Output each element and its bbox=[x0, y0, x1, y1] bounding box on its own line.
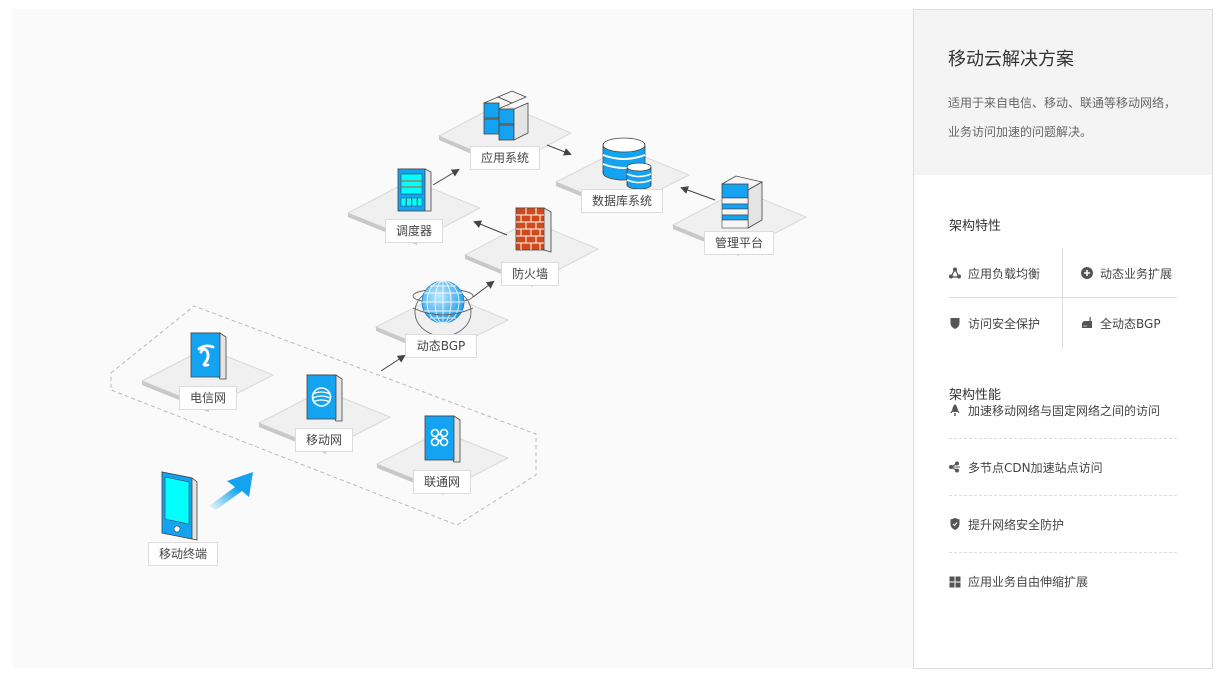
mobile-phone-icon bbox=[161, 471, 198, 541]
firewall-icon bbox=[515, 207, 552, 253]
performance-label: 多节点CDN加速站点访问 bbox=[968, 460, 1103, 475]
grid-icon bbox=[949, 576, 961, 588]
performance-label: 应用业务自由伸缩扩展 bbox=[968, 575, 1089, 589]
performance-label: 提升网络安全防护 bbox=[968, 517, 1065, 532]
panel-description: 适用于来自电信、移动、联通等移动网络，业务访问加速的问题解决。 bbox=[948, 96, 1177, 139]
server-stack-icon bbox=[720, 175, 764, 229]
china-telecom-logo-icon bbox=[190, 332, 227, 380]
panel-title: 移动云解决方案 bbox=[948, 49, 1074, 70]
node-label-mobile: 移动网 bbox=[295, 428, 353, 452]
node-label-terminal: 移动终端 bbox=[148, 542, 218, 566]
shield-icon bbox=[949, 317, 961, 329]
router-icon bbox=[1081, 317, 1093, 329]
china-unicom-logo-icon bbox=[424, 415, 461, 463]
cubes-icon bbox=[482, 90, 529, 141]
solution-panel: 移动云解决方案 适用于来自电信、移动、联通等移动网络，业务访问加速的问题解决。 … bbox=[913, 9, 1213, 669]
rocket-icon bbox=[949, 404, 961, 416]
shield-check-icon bbox=[949, 518, 961, 530]
edge-firewall-to-scheduler bbox=[473, 220, 508, 236]
edge-carriers-to-bgp bbox=[380, 354, 406, 372]
node-label-bgp: 动态BGP bbox=[405, 334, 477, 358]
scheduler-panel-icon bbox=[397, 168, 432, 212]
performance-item: 提升网络安全防护 bbox=[949, 496, 1177, 553]
carrier-group-boundary bbox=[110, 305, 537, 526]
node-label-firewall: 防火墙 bbox=[501, 262, 559, 286]
features-divider-horizontal bbox=[949, 297, 1177, 298]
feature-label: 动态业务扩展 bbox=[1100, 266, 1173, 281]
feature-label: 应用负载均衡 bbox=[968, 266, 1041, 281]
performance-item: 加速移动网络与固定网络之间的访问 bbox=[949, 382, 1177, 439]
features-grid: 应用负载均衡 动态业务扩展 访问安全保护 全动态BGP bbox=[949, 248, 1177, 348]
panel-header: 移动云解决方案 适用于来自电信、移动、联通等移动网络，业务访问加速的问题解决。 bbox=[914, 10, 1212, 175]
globe-icon bbox=[412, 280, 474, 337]
load-balance-icon bbox=[949, 267, 961, 279]
edge-scheduler-to-app bbox=[432, 168, 460, 186]
node-label-scheduler: 调度器 bbox=[385, 219, 443, 243]
node-label-mgmt: 管理平台 bbox=[704, 231, 774, 255]
edge-mgmt-to-db bbox=[680, 186, 716, 201]
feature-item: 访问安全保护 bbox=[949, 298, 1063, 348]
share-nodes-icon bbox=[949, 461, 961, 473]
node-label-db: 数据库系统 bbox=[581, 189, 663, 213]
features-title: 架构特性 bbox=[949, 219, 1002, 234]
china-mobile-logo-icon bbox=[306, 374, 343, 422]
access-arrow-icon bbox=[209, 472, 253, 510]
performance-item: 多节点CDN加速站点访问 bbox=[949, 439, 1177, 496]
feature-label: 访问安全保护 bbox=[968, 316, 1041, 331]
features-divider-vertical bbox=[1062, 248, 1063, 348]
performance-title: 架构性能 bbox=[949, 388, 1002, 403]
node-label-telecom: 电信网 bbox=[179, 386, 237, 410]
performance-list: 加速移动网络与固定网络之间的访问 多节点CDN加速站点访问 提升网络安全防护 应… bbox=[949, 404, 1177, 610]
feature-item: 应用负载均衡 bbox=[949, 248, 1063, 298]
edge-bgp-to-firewall bbox=[472, 280, 495, 298]
node-label-unicom: 联通网 bbox=[413, 470, 471, 494]
performance-item: 应用业务自由伸缩扩展 bbox=[949, 553, 1177, 610]
architecture-diagram: 应用系统 数据库系统 调度器 管理平台 防火墙 动态BGP 电信网 移动网 联通… bbox=[13, 9, 913, 668]
database-icon bbox=[602, 137, 652, 190]
feature-item: 全动态BGP bbox=[1081, 298, 1195, 348]
performance-label: 加速移动网络与固定网络之间的访问 bbox=[968, 403, 1161, 418]
feature-item: 动态业务扩展 bbox=[1081, 248, 1195, 298]
node-label-app: 应用系统 bbox=[470, 146, 540, 170]
feature-label: 全动态BGP bbox=[1100, 316, 1161, 331]
plus-circle-icon bbox=[1081, 267, 1093, 279]
edge-app-to-db bbox=[546, 144, 572, 156]
